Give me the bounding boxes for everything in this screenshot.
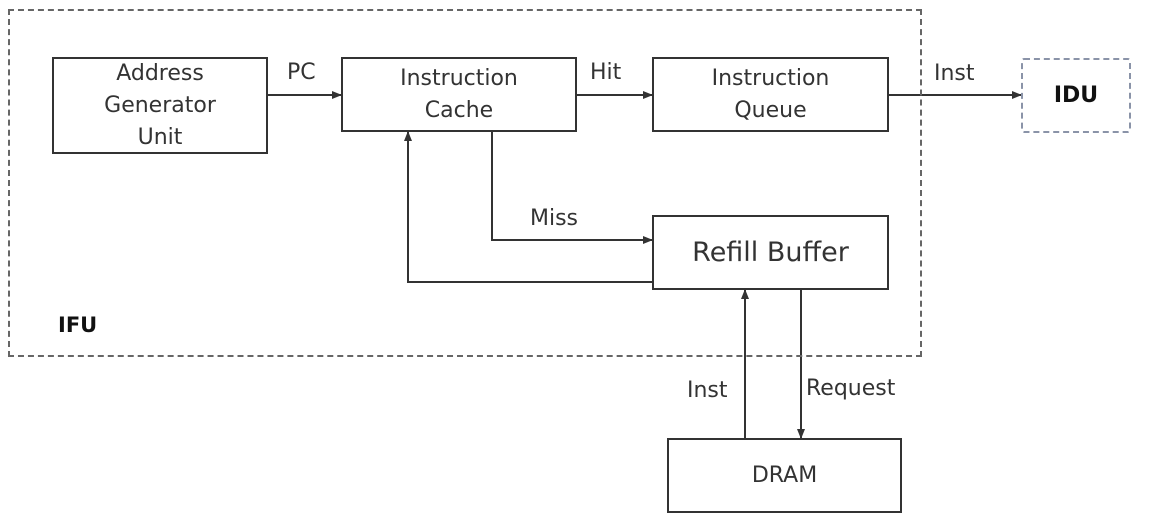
- ifu-label: IFU: [58, 313, 98, 337]
- instruction-queue-block: Instruction Queue: [652, 57, 889, 132]
- request-edge-label: Request: [806, 376, 896, 401]
- dram-block: DRAM: [667, 438, 902, 513]
- miss-arrow: [491, 132, 653, 244]
- instruction-queue-label: Instruction Queue: [711, 65, 830, 123]
- idu-block: IDU: [1021, 58, 1131, 133]
- inst-out-edge-label: Inst: [934, 61, 975, 86]
- idu-label: IDU: [1053, 83, 1099, 108]
- address-generator-unit-label: Address Generator Unit: [104, 60, 216, 150]
- dram-label: DRAM: [751, 462, 818, 488]
- refill-buffer-block: Refill Buffer: [652, 215, 889, 290]
- ifu-region: [8, 9, 922, 357]
- hit-edge-label: Hit: [590, 60, 622, 85]
- refill-return-arrow: [404, 131, 652, 283]
- refill-buffer-label: Refill Buffer: [692, 236, 849, 268]
- inst-in-edge-label: Inst: [687, 378, 728, 403]
- instruction-cache-block: Instruction Cache: [341, 57, 577, 132]
- miss-edge-label: Miss: [530, 206, 579, 231]
- instruction-cache-label: Instruction Cache: [400, 65, 518, 123]
- address-generator-unit-block: Address Generator Unit: [52, 57, 268, 154]
- pc-edge-label: PC: [287, 60, 316, 85]
